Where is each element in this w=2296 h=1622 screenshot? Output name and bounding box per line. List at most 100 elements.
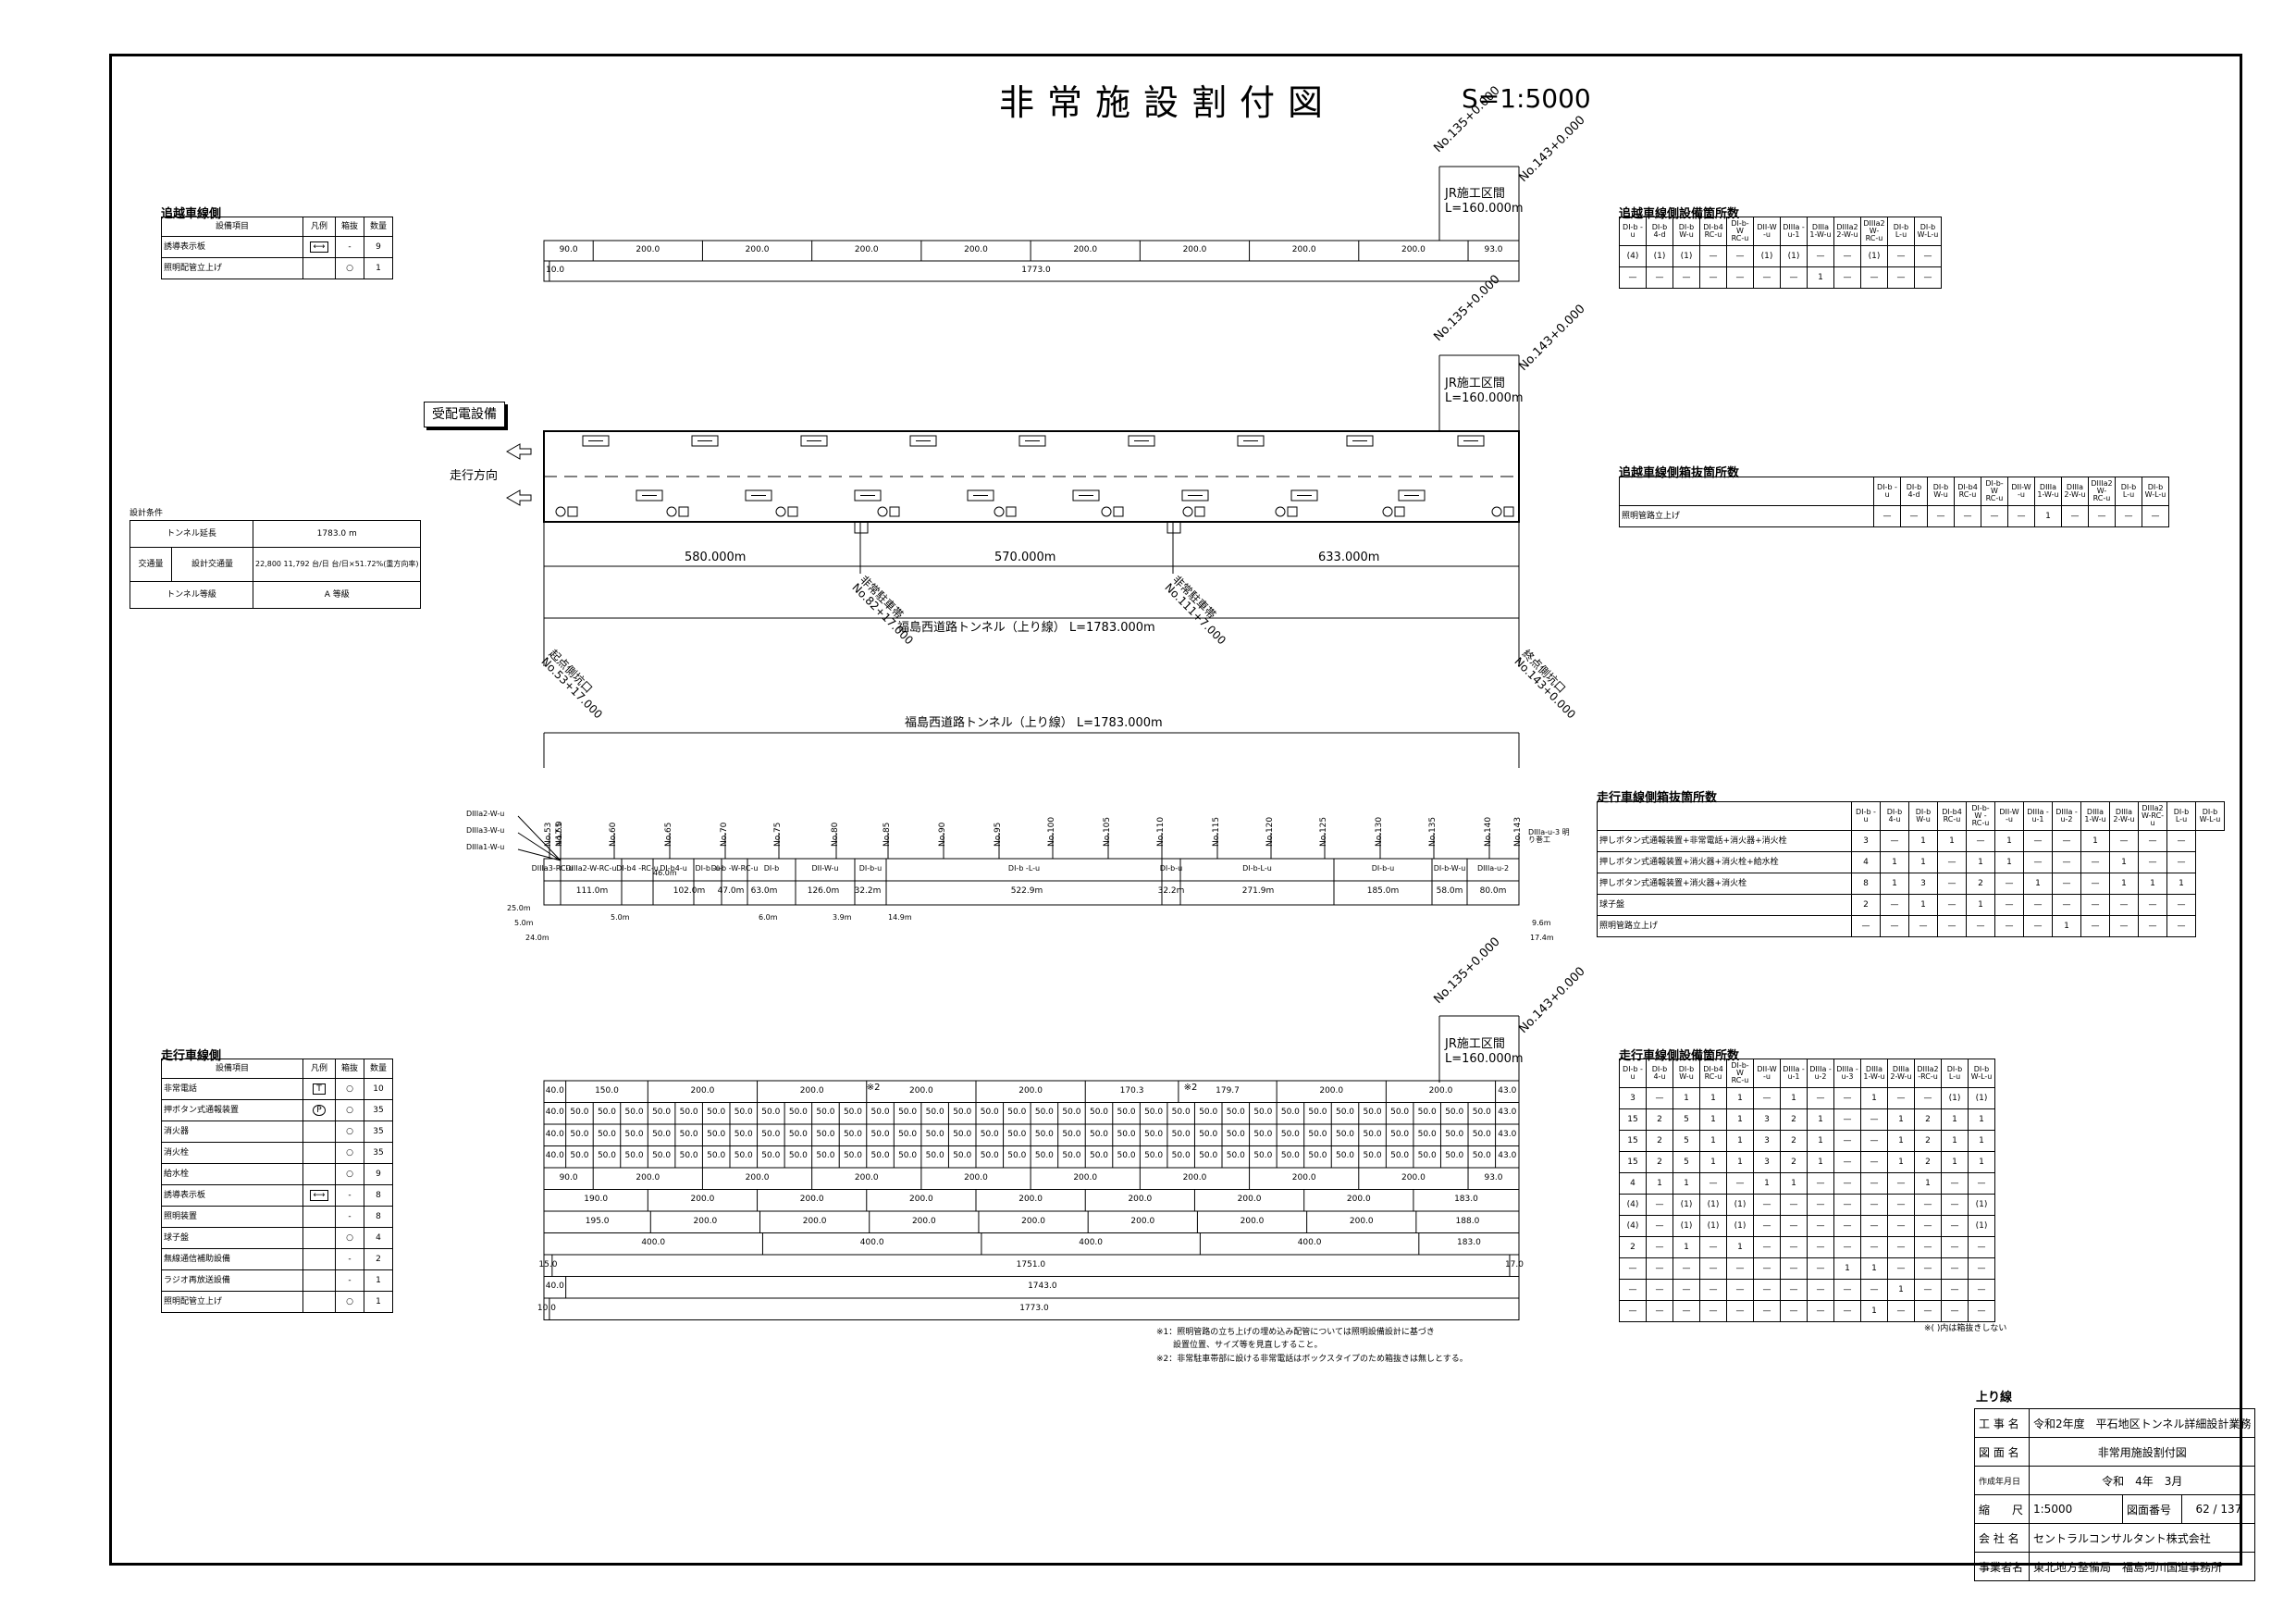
table-row: 照明配管立上げ○1 bbox=[161, 1291, 393, 1313]
dim-cell: 400.0 bbox=[859, 1238, 884, 1248]
drawing-scale: S=1:5000 bbox=[1462, 83, 1591, 114]
fifty-cell: 50.0 bbox=[624, 1151, 644, 1161]
fifty-cell: 50.0 bbox=[843, 1108, 863, 1118]
fifty-cell: 50.0 bbox=[870, 1151, 890, 1161]
table-row: (4)—(1)(1)(1)————————(1) bbox=[1619, 1194, 1995, 1216]
fifty-cell: 50.0 bbox=[980, 1108, 999, 1118]
fifty-cell: 50.0 bbox=[898, 1108, 918, 1118]
fifty-cell: 43.0 bbox=[1498, 1151, 1517, 1161]
fifty-cell: 50.0 bbox=[707, 1151, 726, 1161]
jr-label: JR施工区間 bbox=[1445, 187, 1505, 201]
jr-label: JR施工区間 bbox=[1445, 1037, 1505, 1051]
col-header: DIIIa2 W-RC-u bbox=[1860, 217, 1888, 246]
col-header: DI-b W-L-u bbox=[1914, 217, 1942, 246]
fifty-cell: 50.0 bbox=[953, 1129, 972, 1139]
table-row: 消火器○35 bbox=[161, 1121, 393, 1143]
fifty-cell: 50.0 bbox=[1445, 1151, 1464, 1161]
dim-cell: 200.0 bbox=[1130, 1216, 1155, 1226]
dim-cell: 200.0 bbox=[1073, 1172, 1098, 1182]
col-header: DI-b -u bbox=[1851, 801, 1881, 831]
segment-length: 32.2m bbox=[1157, 886, 1185, 896]
segment-type: DII-W-u bbox=[811, 864, 839, 873]
top-total: 1773.0 bbox=[1021, 266, 1051, 275]
fifty-cell: 50.0 bbox=[1253, 1129, 1273, 1139]
table-row: 消火栓○35 bbox=[161, 1142, 393, 1164]
segment-type: DI-b bbox=[763, 864, 780, 873]
fifty-cell: 50.0 bbox=[870, 1129, 890, 1139]
fifty-cell: 50.0 bbox=[761, 1129, 781, 1139]
fifty-cell: 50.0 bbox=[1117, 1151, 1136, 1161]
segment-length: 32.2m bbox=[854, 886, 882, 896]
top-dim-cell: 200.0 bbox=[1401, 245, 1426, 254]
fifty-cell: 50.0 bbox=[1034, 1129, 1054, 1139]
fifty-cell: 50.0 bbox=[1199, 1151, 1218, 1161]
sub-length: 14.9m bbox=[888, 913, 912, 922]
dim-cell: 200.0 bbox=[1018, 1085, 1043, 1096]
fifty-cell: 50.0 bbox=[1445, 1129, 1464, 1139]
col-header: DII-W -u bbox=[1753, 1059, 1781, 1088]
segment-length: 111.0m bbox=[575, 886, 609, 896]
fifty-cell: 50.0 bbox=[1253, 1108, 1273, 1118]
dim-cell: 93.0 bbox=[1484, 1172, 1503, 1182]
table-row: 照明装置-8 bbox=[161, 1206, 393, 1228]
note-ref: ※2 bbox=[866, 1083, 881, 1093]
fifty-cell: 50.0 bbox=[816, 1151, 835, 1161]
col-header: DI-b-W -RC-u bbox=[1966, 801, 1995, 831]
titleblock-line: 上り線 bbox=[1976, 1391, 2013, 1405]
fifty-cell: 50.0 bbox=[1417, 1129, 1437, 1139]
sokou-count-note: ※( )内は箱抜きしない bbox=[1924, 1324, 2007, 1333]
dim-cell: 200.0 bbox=[1240, 1216, 1265, 1226]
col-header: DI-b 4-d bbox=[1646, 217, 1673, 246]
jr-label: JR施工区間 bbox=[1445, 377, 1505, 390]
top-dim-cell: 200.0 bbox=[964, 245, 988, 254]
sub-length: 25.0m bbox=[507, 904, 531, 912]
station-label: No.125 bbox=[1319, 816, 1328, 847]
top-dim-cell: 200.0 bbox=[636, 245, 660, 254]
fifty-cell: 50.0 bbox=[597, 1129, 616, 1139]
col-header: DI-b-W RC-u bbox=[1726, 217, 1754, 246]
col-header: DI-b 4-d bbox=[1900, 477, 1928, 506]
fifty-cell: 50.0 bbox=[925, 1151, 944, 1161]
top-dim-cell: 200.0 bbox=[1291, 245, 1316, 254]
fifty-cell: 50.0 bbox=[1089, 1108, 1109, 1118]
fifty-cell: 50.0 bbox=[1472, 1129, 1491, 1139]
dim-cell: 200.0 bbox=[693, 1216, 718, 1226]
fifty-cell: 50.0 bbox=[925, 1129, 944, 1139]
col-header: DI-b W-u bbox=[1673, 217, 1700, 246]
sub-length: 24.0m bbox=[525, 934, 549, 942]
segment-type: DI-b4 -RC-u bbox=[616, 864, 659, 873]
dim-cell: 40.0 bbox=[545, 1282, 564, 1292]
col-header: DI-b-W RC-u bbox=[1981, 477, 2008, 506]
fifty-cell: 50.0 bbox=[1280, 1129, 1300, 1139]
fifty-cell: 40.0 bbox=[545, 1108, 564, 1118]
col-header: DI-b4 RC-u bbox=[1699, 1059, 1727, 1088]
fifty-cell: 50.0 bbox=[925, 1108, 944, 1118]
fifty-cell: 50.0 bbox=[570, 1129, 589, 1139]
col-header: DI-b -u bbox=[1619, 1059, 1647, 1088]
station-label: No.80 bbox=[831, 822, 840, 847]
col-header: DIIIa 2-W-u bbox=[2061, 477, 2089, 506]
fifty-cell: 50.0 bbox=[1472, 1108, 1491, 1118]
segment-type: DIIIa-u-2 bbox=[1476, 864, 1510, 873]
dim-cell: 1743.0 bbox=[1028, 1282, 1057, 1292]
fifty-cell: 50.0 bbox=[1417, 1151, 1437, 1161]
col-header: DII-W -u bbox=[1994, 801, 2024, 831]
fifty-cell: 50.0 bbox=[734, 1151, 753, 1161]
segment-length: 271.9m bbox=[1241, 886, 1275, 896]
col-header: DI-b W-L-u bbox=[2195, 801, 2225, 831]
segment-length: 47.0m bbox=[717, 886, 745, 896]
fifty-cell: 50.0 bbox=[816, 1108, 835, 1118]
col-header: DI-b L-u bbox=[1941, 1059, 1969, 1088]
segment-type: DI-b -W-RC-u bbox=[710, 864, 759, 873]
col-header: DIIIa2 2-W-u bbox=[1833, 217, 1861, 246]
col-header: DI-b W-L-u bbox=[1968, 1059, 1995, 1088]
segment-type: DI-b -u bbox=[695, 864, 721, 873]
dim-cell: 200.0 bbox=[1021, 1216, 1045, 1226]
table-row: (4)(1)(1)——(1)(1)——(1)—— bbox=[1619, 245, 1942, 267]
col-header: DIIIa2 -RC-u bbox=[1914, 1059, 1942, 1088]
